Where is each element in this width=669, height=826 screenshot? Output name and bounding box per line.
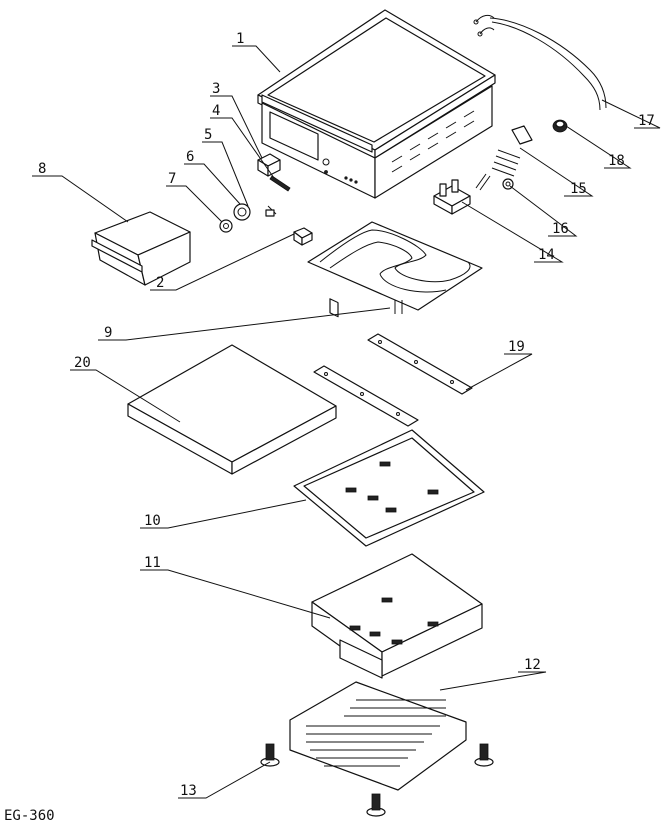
- callout-numbers: 1 2 3 4 5 6 7 8 9 10 11 12 13 14 15 16 1…: [38, 31, 655, 799]
- callout-14: 14: [538, 247, 555, 263]
- callout-4: 4: [212, 103, 220, 119]
- part-13-foot-right: [474, 743, 494, 767]
- part-6-knob: [233, 203, 251, 221]
- callout-12: 12: [524, 657, 541, 673]
- part-7-washer: [219, 219, 233, 233]
- part-19-bracket-left: [313, 365, 419, 427]
- callout-16: 16: [552, 221, 569, 237]
- callout-13: 13: [180, 783, 197, 799]
- part-1-griddle-body: [257, 9, 496, 318]
- model-label: EG-360: [4, 808, 55, 824]
- callout-7: 7: [168, 171, 176, 187]
- part-4-probe: [265, 175, 291, 217]
- part-17-power-cord: [473, 14, 607, 111]
- part-13-foot-left: [260, 743, 280, 767]
- part-12-base-plate: [289, 681, 467, 791]
- callout-19: 19: [508, 339, 525, 355]
- callout-6: 6: [186, 149, 194, 165]
- callout-20: 20: [74, 355, 91, 371]
- part-13-foot-front: [366, 793, 386, 817]
- callout-5: 5: [204, 127, 212, 143]
- callout-9: 9: [104, 325, 112, 341]
- part-14-terminal-block: [433, 179, 471, 215]
- callout-11: 11: [144, 555, 161, 571]
- callout-15: 15: [570, 181, 587, 197]
- callout-1: 1: [236, 31, 244, 47]
- part-10-inner-tray: [293, 429, 485, 547]
- callout-2: 2: [156, 275, 164, 291]
- callout-17: 17: [638, 113, 655, 129]
- part-15-thermostat-spring: [475, 125, 533, 191]
- leader-lines: [32, 45, 661, 799]
- part-18-cord-grip: [552, 119, 568, 133]
- part-11-lower-tray: [311, 553, 483, 679]
- part-9-heating-element: [307, 221, 483, 314]
- part-19-bracket-right: [367, 333, 473, 395]
- callout-8: 8: [38, 161, 46, 177]
- callout-10: 10: [144, 513, 161, 529]
- callout-18: 18: [608, 153, 625, 169]
- part-20-insulation-board: [127, 344, 337, 475]
- callout-3: 3: [212, 81, 220, 97]
- part-2-switch: [293, 227, 313, 246]
- part-8-drawer: [91, 211, 191, 286]
